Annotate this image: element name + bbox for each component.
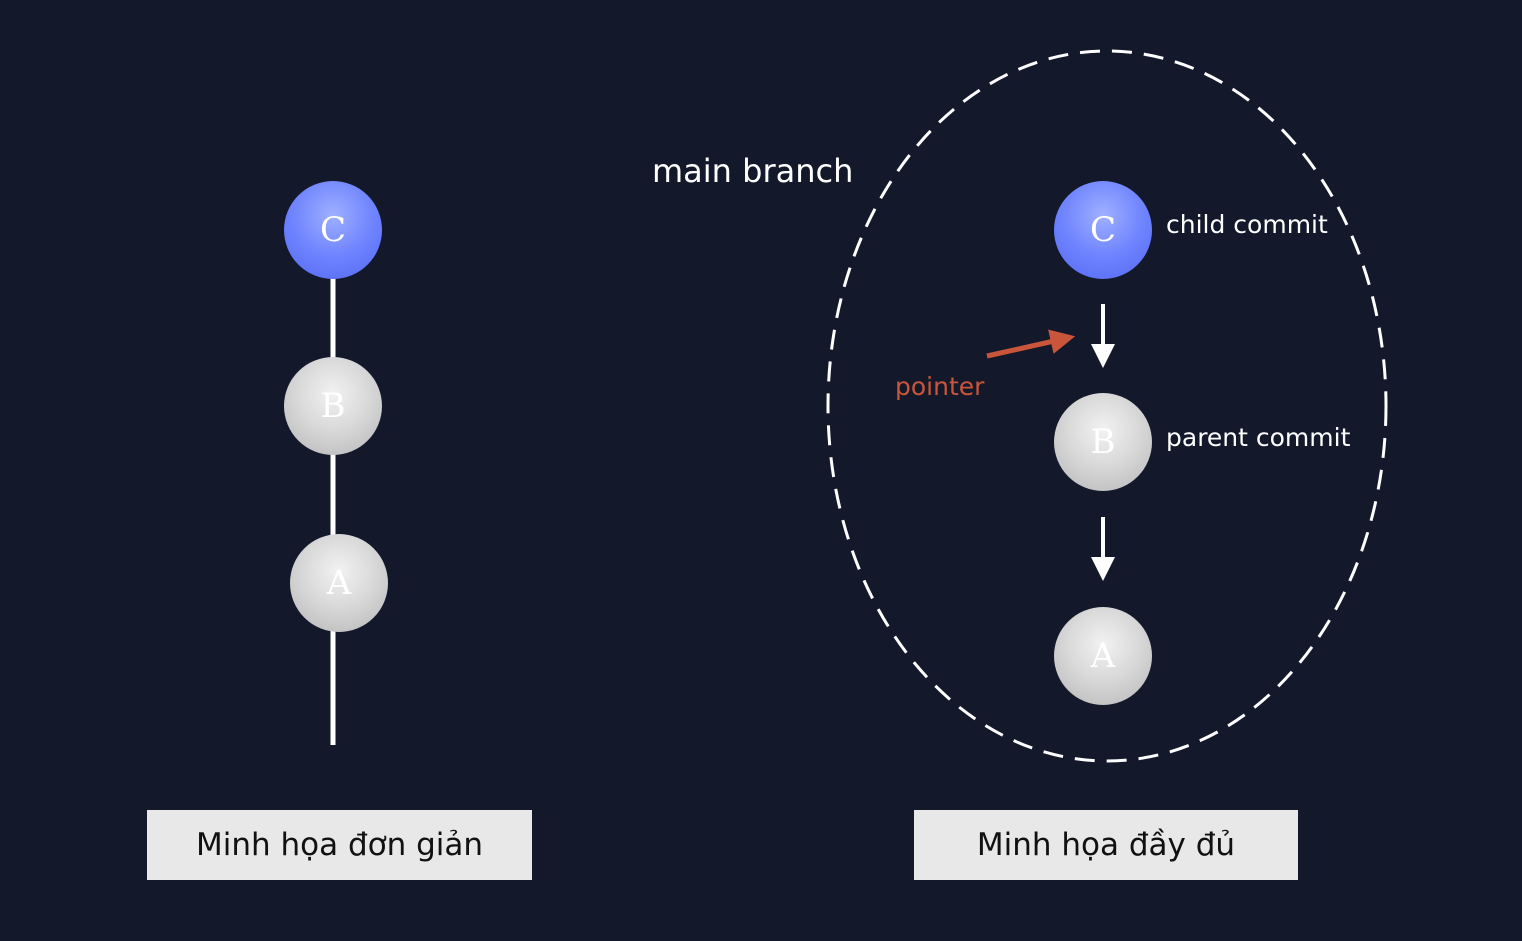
full-caption: Minh họa đầy đủ — [976, 827, 1236, 863]
full-commit-a-label: A — [1090, 636, 1116, 676]
simple-commit-c-label: C — [319, 210, 346, 250]
simple-caption: Minh họa đơn giản — [195, 827, 484, 863]
simple-commit-b: B — [284, 357, 382, 455]
simple-commit-b-label: B — [320, 386, 346, 426]
child-commit-label: child commit — [1166, 210, 1328, 239]
parent-commit-label: parent commit — [1166, 423, 1351, 452]
simple-commit-a: A — [290, 534, 388, 632]
full-commit-b-label: B — [1090, 422, 1116, 462]
simple-commit-a-label: A — [326, 563, 352, 603]
full-commit-c-label: C — [1089, 210, 1116, 250]
simple-commit-c: C — [284, 181, 382, 279]
full-commit-a: A — [1054, 607, 1152, 705]
main-branch-label: main branch — [652, 152, 854, 190]
simple-caption-box: Minh họa đơn giản — [147, 810, 532, 880]
pointer-arrow — [986, 329, 1076, 359]
pointer-label: pointer — [895, 372, 985, 401]
full-commit-c: C — [1054, 181, 1152, 279]
full-commit-b: B — [1054, 393, 1152, 491]
full-caption-box: Minh họa đầy đủ — [914, 810, 1298, 880]
main-branch-boundary — [826, 49, 1388, 763]
